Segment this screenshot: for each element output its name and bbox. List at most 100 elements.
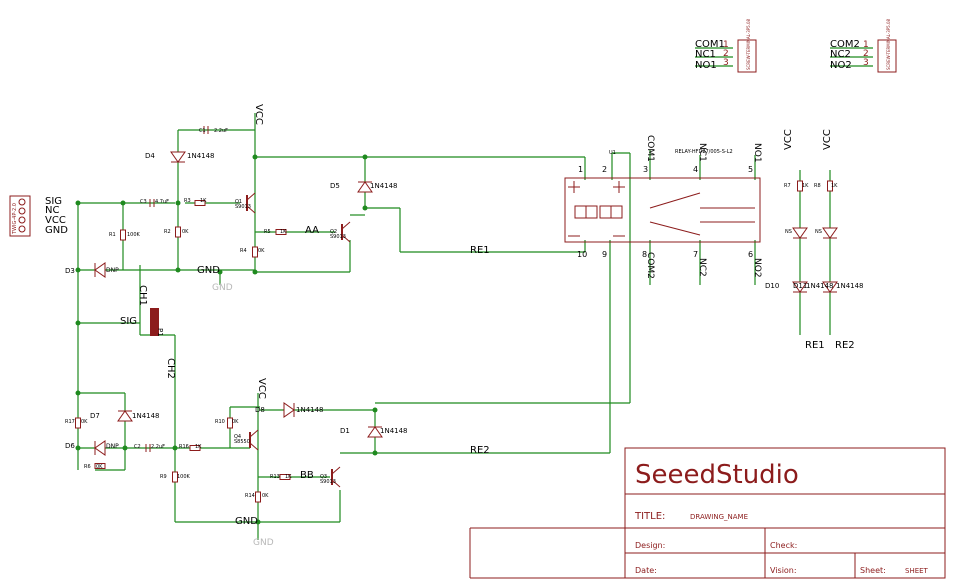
r17-val: 0K (81, 419, 88, 425)
resistor-13 (94, 463, 106, 469)
relay-ref: U1 (609, 150, 616, 156)
d12-part: 1N4148 (836, 282, 864, 290)
junction-dot-10 (75, 390, 81, 396)
d8-ref: D8 (255, 406, 265, 414)
junction-dot-0 (75, 200, 81, 206)
gnd-symbol-ghost-1: GND (212, 283, 233, 293)
d7-ref: D7 (90, 412, 100, 420)
conn-nc: NC (45, 205, 59, 216)
resistor-2 (194, 200, 206, 206)
r2-val: 0K (182, 229, 189, 235)
net-gnd-bottom: GND (235, 516, 258, 527)
d5-ref: D5 (330, 182, 340, 190)
diode-d4 (170, 151, 186, 163)
net-vcc-led1: VCC (783, 129, 794, 150)
relay-pin-6: 6 (748, 250, 753, 259)
r16-ref: R16 (179, 444, 189, 450)
title-label: TITLE: (634, 511, 665, 522)
relay-pin-2: 2 (602, 165, 607, 174)
c1-val: 2.2uF (214, 128, 228, 134)
resistor-6 (827, 180, 833, 192)
company-name: SeeedStudio (635, 460, 799, 490)
title-block (469, 447, 946, 579)
d11-ref: D11 (793, 282, 807, 290)
net-aa: AA (305, 225, 319, 236)
tb1-nc1: NC1 (695, 49, 716, 60)
resistor-4 (275, 229, 287, 235)
c3-val: 4.7uF (155, 199, 169, 205)
tb2-pin2-num: 2 (863, 49, 869, 59)
r17-ref: R17 (65, 419, 75, 425)
r8-ref: R8 (814, 183, 821, 189)
junction-dot-9 (75, 320, 81, 326)
r4-val: 0K (258, 248, 265, 254)
relay-pin-10: 10 (577, 250, 587, 259)
d10-ref: D10 (765, 282, 779, 290)
resistor-5 (797, 180, 803, 192)
r5-val: 1K (280, 229, 287, 235)
r3-ref: R3 (184, 198, 191, 204)
resistor-3 (252, 246, 258, 258)
diode-d6 (94, 440, 106, 456)
q1-ref: Q1 (235, 199, 242, 205)
relay-com2: COM2 (645, 252, 655, 279)
tb1-part: SCREW-TERMINAL-3P5.08 (746, 18, 751, 70)
r10-val: 0K (232, 419, 239, 425)
diode-d11 (792, 281, 808, 293)
r7-val: 1K (802, 183, 809, 189)
design-label: Design: (635, 541, 665, 550)
r4-ref: R4 (240, 248, 247, 254)
resistor-12 (75, 417, 81, 429)
resistor-7 (172, 471, 178, 483)
led2-ref: NS (815, 229, 822, 235)
tb1-pin1-num: 1 (723, 40, 729, 50)
d7-part: 1N4148 (132, 412, 160, 420)
transistor-emitter-3 (331, 479, 341, 488)
tb2-nc2: NC2 (830, 49, 851, 60)
led1-ref: NS (785, 229, 792, 235)
diode-d7 (117, 410, 133, 422)
net-ch2: CH2 (165, 358, 176, 379)
transistor-collector-2 (249, 429, 259, 438)
resistor-11 (189, 445, 201, 451)
tb2-no2: NO2 (830, 60, 852, 71)
c1-ref: C1 (199, 128, 206, 134)
junction-dot-17 (362, 205, 368, 211)
d6-ref: D6 (65, 442, 75, 450)
r6-val: 0K (96, 464, 103, 470)
r10-ref: R10 (215, 419, 225, 425)
resistor-8 (227, 417, 233, 429)
junction-dot-8 (75, 267, 81, 273)
r2-ref: R2 (164, 229, 171, 235)
component-layer (75, 126, 838, 503)
tb1-no1: NO1 (695, 60, 717, 71)
r9-val: 100K (177, 474, 191, 480)
q3-part: S9013 (320, 479, 336, 485)
r9-ref: R9 (160, 474, 167, 480)
net-re2: RE2 (470, 445, 490, 456)
tb1-pin2-num: 2 (723, 49, 729, 59)
tb1-pin3-num: 3 (723, 58, 729, 68)
d1-ref: D1 (340, 427, 350, 435)
relay-part: RELAY-HFD27/005-S-L2 (675, 149, 733, 155)
connector-part: TWIG-4P-2.0 (12, 203, 18, 235)
title-block-frame (624, 447, 946, 579)
relay-pin-5: 5 (748, 165, 753, 174)
net-re1-led: RE1 (805, 340, 825, 351)
net-re2-led: RE2 (835, 340, 855, 351)
led-1 (792, 227, 808, 239)
tb2-pin3-num: 3 (863, 58, 869, 68)
sheet-label: Sheet: (860, 566, 886, 575)
r3-val: 1K (200, 198, 207, 204)
d1-part: 1N4148 (380, 427, 408, 435)
conn-gnd: GND (45, 225, 68, 236)
diode-d1 (367, 426, 383, 438)
d8-part: 1N4148 (296, 406, 324, 414)
q2-ref: Q2 (330, 229, 337, 235)
tb2-com2: COM2 (830, 39, 860, 50)
junction-dot-13 (172, 445, 178, 451)
junction-dot-14 (255, 519, 261, 525)
r14-ref: R14 (245, 493, 255, 499)
drawing-name: DRAWING_NAME (690, 513, 748, 521)
